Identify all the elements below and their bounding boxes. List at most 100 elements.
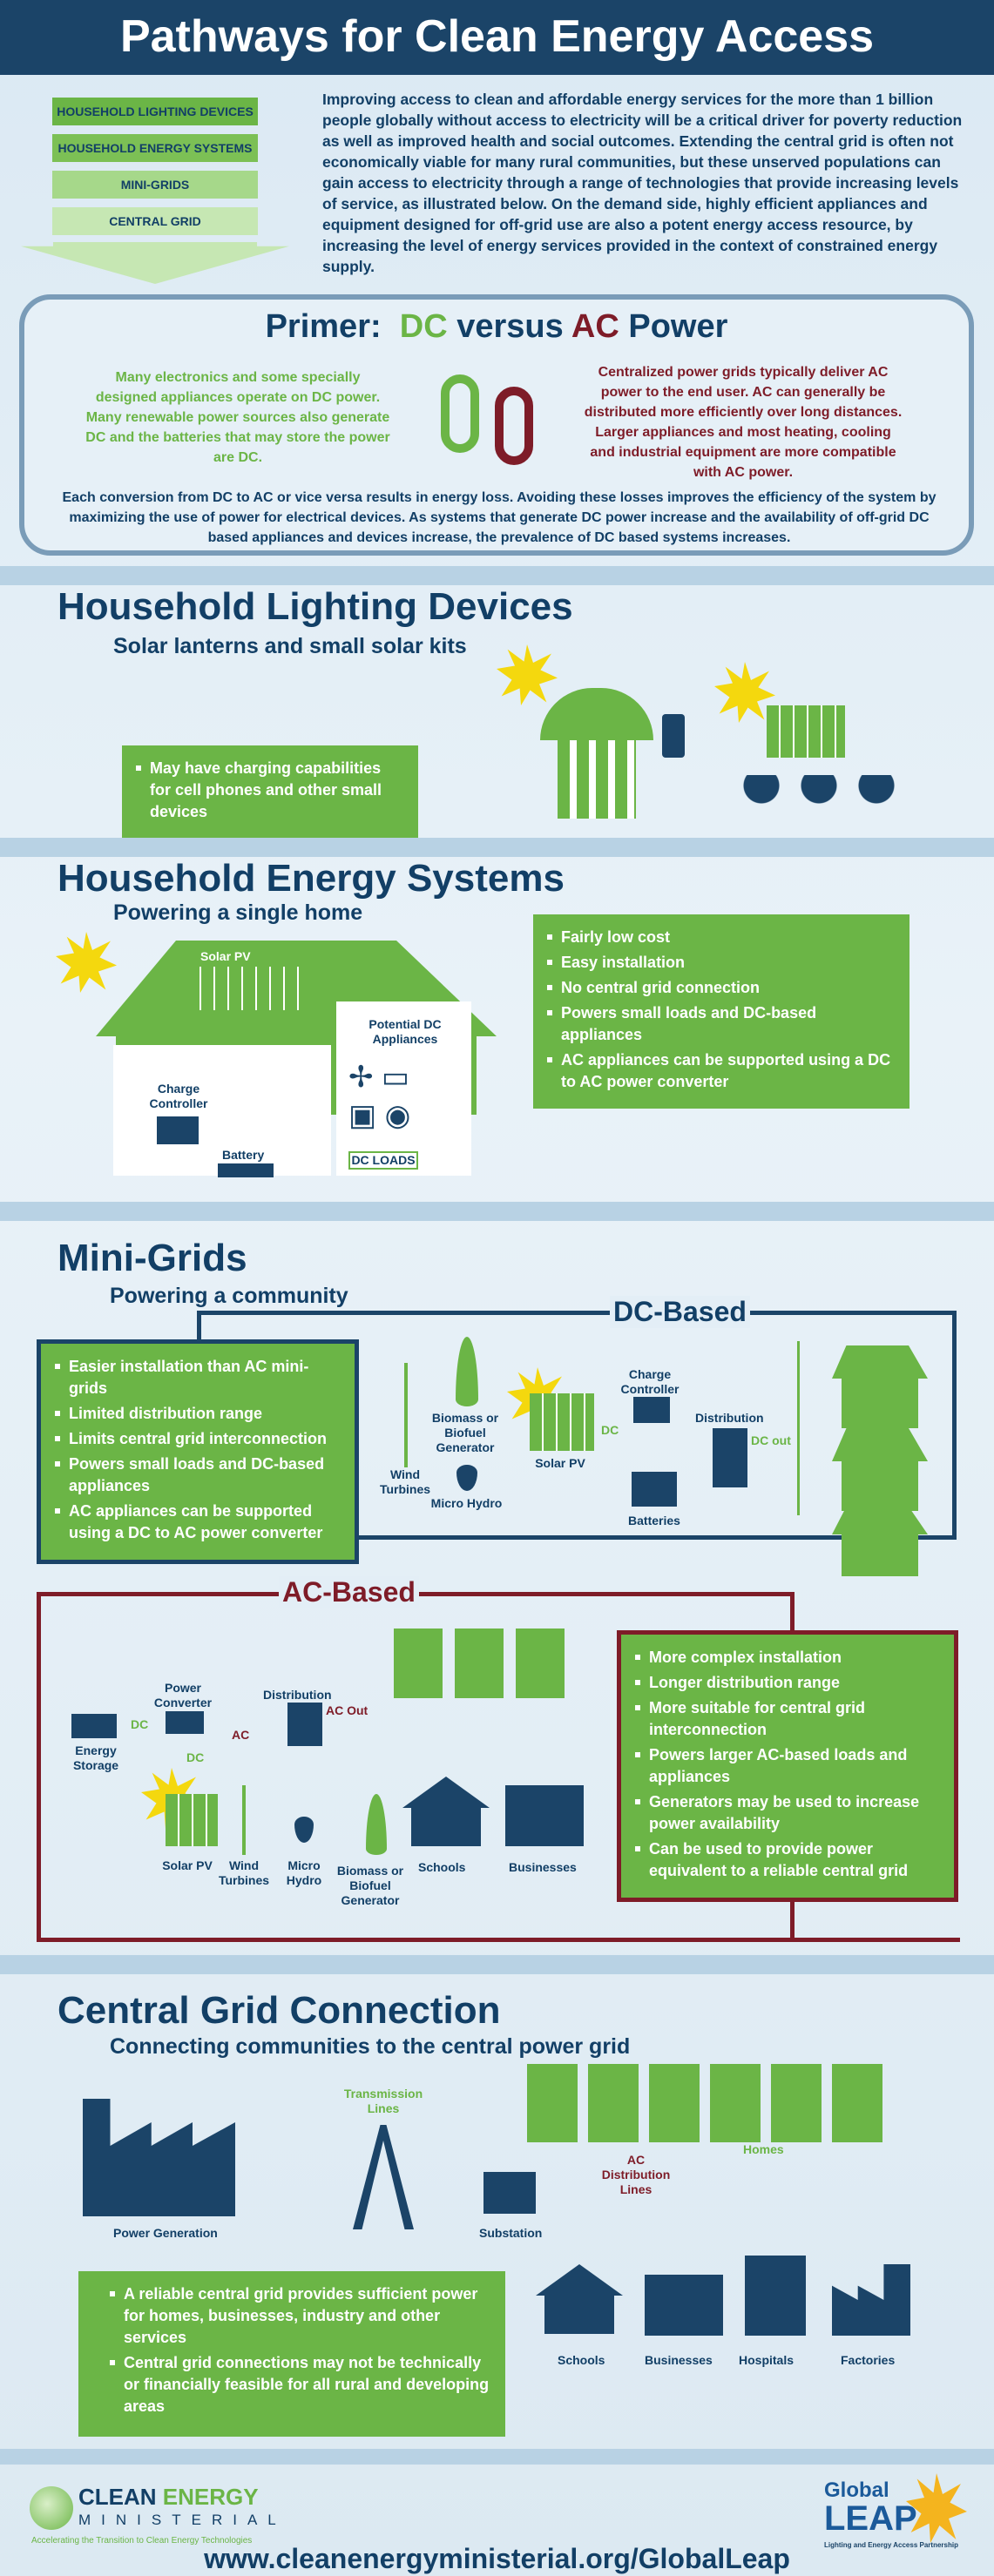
ac-distribution-label: Distribution: [263, 1688, 332, 1702]
bullet: AC appliances can be supported using a D…: [547, 1049, 896, 1093]
hydro-icon: [294, 1817, 314, 1843]
primer-title: Primer: DC versus AC Power: [265, 308, 728, 345]
charge-controller-label: Charge Controller: [149, 1082, 208, 1110]
bullet: Generators may be used to increase power…: [635, 1791, 940, 1835]
intro-text: Improving access to clean and affordable…: [322, 91, 963, 275]
hydro-label: Micro Hydro: [430, 1496, 503, 1510]
divider: [0, 1955, 994, 1974]
ac-text: Centralized power grids typically delive…: [584, 365, 903, 480]
wind-label: Wind Turbines: [379, 1467, 431, 1496]
cem-tagline: Accelerating the Transition to Clean Ene…: [31, 2536, 253, 2546]
ac-biomass-label: Biomass or Biofuel Generator: [336, 1864, 404, 1907]
down-arrow-icon: [21, 242, 289, 284]
homes-icons: [527, 2064, 893, 2142]
businesses-label: Businesses: [509, 1860, 577, 1874]
bullet: Limits central grid interconnection: [55, 1428, 341, 1450]
socket-icon: [495, 387, 533, 465]
leap-tagline: Lighting and Energy Access Partnership: [824, 2541, 958, 2549]
dc-loads-label: DC LOADS: [348, 1151, 418, 1170]
minigrids-title: Mini-Grids: [57, 1237, 247, 1279]
house-room-left: [113, 1045, 331, 1176]
appliance-icons: ✢ ▭▣ ◉: [348, 1061, 411, 1132]
house-icon: [832, 1345, 928, 1428]
hospitals-label: Hospitals: [739, 2353, 795, 2367]
solar-panel-icon: [767, 705, 845, 758]
bullet: No central grid connection: [547, 977, 896, 999]
distribution-icon: [713, 1428, 747, 1487]
divider: [0, 2449, 994, 2465]
ac-lines-label: AC Distribution Lines: [601, 2153, 671, 2196]
ac-frame-bottom: [37, 1938, 960, 1942]
bullet: Longer distribution range: [635, 1672, 940, 1694]
lantern-icon: [540, 688, 653, 740]
primer-box: Primer: DC versus AC Power Many electron…: [19, 294, 974, 556]
minigrids-subtitle: Powering a community: [110, 1284, 348, 1308]
dc-out-label: DC out: [751, 1433, 791, 1447]
solar-panel-icon: [530, 1393, 594, 1451]
dc-distribution-line: [797, 1341, 800, 1515]
transmission-tower-icon: [353, 2125, 414, 2229]
ac-hydro-label: Micro Hydro: [286, 1858, 322, 1887]
batteries-label: Batteries: [628, 1514, 680, 1527]
dc-flow-label-2: DC: [186, 1750, 205, 1764]
house-icon: [832, 1428, 928, 1511]
substation-label: Substation: [479, 2226, 543, 2240]
wind-turbine-icon: [242, 1785, 246, 1855]
level-lighting: HOUSEHOLD LIGHTING DEVICES: [52, 98, 258, 125]
page-title: Pathways for Clean Energy Access: [0, 0, 994, 75]
sun-icon: [56, 932, 117, 993]
bullet: AC appliances can be supported using a D…: [55, 1500, 341, 1544]
batteries-icon: [632, 1472, 677, 1507]
homes-label: Homes: [743, 2142, 784, 2156]
dc-based-label: DC-Based: [610, 1296, 750, 1328]
potential-dc-label: Potential DC Appliances: [369, 1017, 442, 1046]
roof-solar-panel: [187, 967, 309, 1010]
solar-pv-label: Solar PV: [200, 949, 251, 963]
power-plant-icon: [83, 2099, 235, 2216]
distribution-label: Distribution: [695, 1411, 764, 1425]
business-icon: [645, 2275, 723, 2336]
dc-frame-edge: [197, 1311, 201, 1345]
level-central: CENTRAL GRID: [52, 207, 258, 235]
converter-label: Power Converter: [153, 1681, 213, 1709]
dc-flow-label-1: DC: [131, 1717, 149, 1731]
divider: [0, 566, 994, 585]
factories-label: Factories: [841, 2353, 896, 2367]
cem-logo-text: CLEAN ENERGY: [78, 2484, 259, 2510]
divider: [0, 838, 994, 857]
biomass-label: Biomass or Biofuel Generator: [431, 1411, 499, 1454]
bullet: Easier installation than AC mini-grids: [55, 1356, 341, 1399]
storage-label: Energy Storage: [72, 1743, 119, 1772]
ac-wind-label: Wind Turbines: [218, 1858, 270, 1887]
phone-icon: [662, 714, 685, 758]
solar-label: Solar PV: [535, 1456, 585, 1470]
factory-icon: [832, 2264, 910, 2336]
wind-turbine-icon: [404, 1363, 408, 1467]
homes-icons: [394, 1629, 568, 1698]
bullet: More suitable for central grid interconn…: [635, 1697, 940, 1741]
ac-solar-label: Solar PV: [162, 1858, 213, 1872]
cem-logo-ministerial: MINISTERIAL: [78, 2512, 287, 2528]
bullet: A reliable central grid provides suffici…: [110, 2283, 491, 2349]
dc-text: Many electronics and some specially desi…: [85, 370, 390, 465]
ac-based-label: AC-Based: [279, 1576, 419, 1608]
dc-frame-bottom: [66, 1535, 957, 1540]
lighting-bullets: May have charging capabilities for cell …: [122, 745, 418, 839]
generation-label: Power Generation: [113, 2226, 218, 2240]
bullet: Powers larger AC-based loads and applian…: [635, 1744, 940, 1788]
businesses-label: Businesses: [645, 2353, 713, 2367]
footer-url[interactable]: www.cleanenergyministerial.org/GlobalLea…: [204, 2543, 790, 2574]
bullet: More complex installation: [635, 1647, 940, 1669]
divider: [0, 1202, 994, 1221]
school-icon: [536, 2264, 623, 2334]
level-hes: HOUSEHOLD ENERGY SYSTEMS: [52, 134, 258, 162]
charge-controller-icon: [633, 1397, 670, 1423]
solar-panel-icon: [166, 1794, 218, 1846]
bullet: May have charging capabilities for cell …: [136, 758, 404, 823]
bullet: Easy installation: [547, 952, 896, 974]
lamps-icon: [732, 775, 906, 810]
energy-storage-icon: [71, 1714, 117, 1738]
central-subtitle: Connecting communities to the central po…: [110, 2034, 631, 2059]
